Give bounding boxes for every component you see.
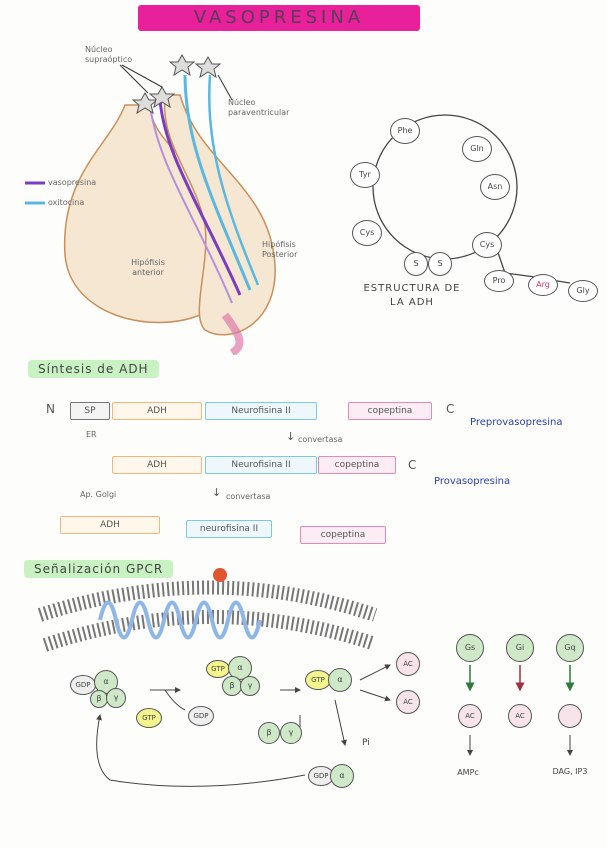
copeptina-box-1: copeptina [348, 402, 432, 420]
neuron-paraventricular-1 [168, 53, 196, 77]
residue-s-right: S [428, 252, 452, 276]
gdp-out: GDP [188, 706, 214, 726]
effector-ac-2: AC [396, 690, 420, 714]
pituitary-diagram [25, 53, 276, 355]
residue-phe: Phe [390, 118, 420, 144]
residue-gly: Gly [568, 280, 598, 302]
neuron-paraventricular-2 [194, 55, 222, 79]
residue-gln: Gln [462, 136, 492, 162]
copeptina-box-2: copeptina [318, 456, 396, 474]
gq-protein: Gq [556, 634, 584, 662]
neurofisina-box-1: Neurofisina II [205, 402, 317, 420]
neuron-supraoptico-1 [131, 91, 159, 115]
gs-effector: AC [458, 704, 482, 728]
residue-asn: Asn [480, 174, 510, 200]
legend-vasopresina: vasopresina [48, 178, 97, 187]
convertasa-label-2: convertasa [226, 492, 271, 501]
label-hipofisis-posterior: Hipófisis Posterior [262, 240, 298, 259]
residue-tyr: Tyr [350, 162, 380, 188]
neurofisina-box-2: Neurofisina II [205, 456, 317, 474]
pi-label: Pi [362, 738, 370, 748]
gi-protein: Gi [506, 634, 534, 662]
n-terminus: N [46, 402, 55, 416]
residue-pro: Pro [484, 270, 514, 292]
gamma-2: γ [240, 676, 260, 696]
convertasa-label-1: convertasa [298, 435, 343, 444]
gs-protein: Gs [456, 634, 484, 662]
gtp-in: GTP [136, 708, 162, 728]
residue-arg: Arg [528, 274, 558, 296]
label-supraoptico: Núcleo supraóptico [85, 45, 133, 64]
beta-2: β [222, 676, 242, 696]
arrow-down-1: ↓ [286, 430, 296, 443]
alpha-3: α [328, 668, 352, 692]
residue-s-left: S [404, 252, 428, 276]
alpha-4: α [330, 764, 354, 788]
label-paraventricular: Núcleo paraventricular [228, 98, 290, 117]
er-label: ER [86, 430, 97, 439]
c-terminus-1: C [446, 402, 455, 416]
gamma-3: γ [280, 722, 302, 744]
gpcr-header: Señalización GPCR [24, 560, 174, 578]
neurofisina-box-3: neurofisina II [186, 520, 272, 538]
golgi-label: Ap. Golgi [80, 490, 117, 499]
gpcr-diagram [37, 568, 575, 787]
synthesis-header: Síntesis de ADH [28, 360, 159, 378]
residue-cys-right: Cys [472, 232, 502, 258]
beta-3: β [258, 722, 280, 744]
provasopresina-label: Provasopresina [434, 476, 511, 487]
adh-box-1: ADH [112, 402, 202, 420]
preprovasopresina-label: Preprovasopresina [470, 417, 563, 428]
gs-product: AMPc [457, 768, 479, 777]
adh-caption: ESTRUCTURA DE LA ADH [363, 283, 461, 308]
gtp-bound: GTP [206, 660, 230, 678]
gi-effector: AC [508, 704, 532, 728]
effector-ac-1: AC [396, 652, 420, 676]
legend-oxitocina: oxitocina [48, 198, 85, 207]
gamma-1: γ [106, 688, 126, 708]
arrow-down-2: ↓ [212, 486, 222, 499]
c-terminus-2: C [408, 458, 417, 472]
copeptina-box-3: copeptina [300, 526, 386, 544]
adh-box-2: ADH [112, 456, 202, 474]
neuron-supraoptico-2 [148, 85, 176, 109]
gq-effector [558, 704, 582, 728]
gq-product: DAG, IP3 [552, 767, 588, 776]
residue-cys-left: Cys [352, 220, 382, 246]
page-title: VASOPRESINA [138, 5, 420, 31]
label-hipofisis-anterior: Hipófisis anterior [131, 258, 165, 277]
adh-box-3: ADH [60, 516, 160, 534]
sp-box: SP [70, 402, 110, 420]
